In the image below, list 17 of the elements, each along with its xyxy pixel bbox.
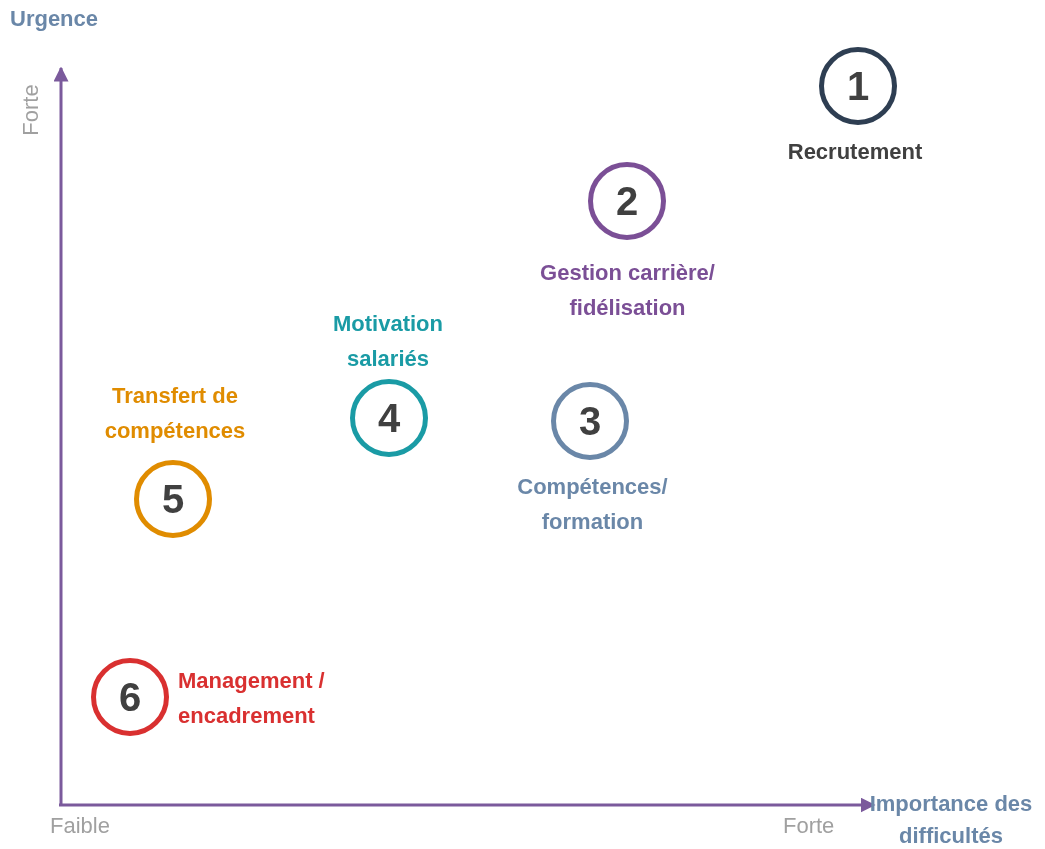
axis-end-label: Forte	[17, 84, 44, 136]
axis-end-label: Forte	[783, 813, 835, 839]
number-circle: 6	[91, 658, 169, 736]
number-circle: 3	[551, 382, 629, 460]
number-circle: 2	[588, 162, 666, 240]
category-label: Transfert de compétences	[103, 382, 247, 445]
axis-title: Importance des difficultés	[868, 790, 1034, 849]
category-label: Management / encadrement	[178, 667, 326, 730]
axis-end-label: Faible	[50, 813, 110, 839]
category-label: Compétences/ formation	[516, 473, 669, 536]
category-label: Gestion carrière/ fidélisation	[539, 259, 716, 322]
axis-title: Urgence	[10, 6, 99, 32]
number-circle: 1	[819, 47, 897, 125]
number-circle: 4	[350, 379, 428, 457]
number-circle: 5	[134, 460, 212, 538]
category-label: Recrutement	[786, 138, 924, 166]
category-label: Motivation salariés	[332, 310, 444, 373]
